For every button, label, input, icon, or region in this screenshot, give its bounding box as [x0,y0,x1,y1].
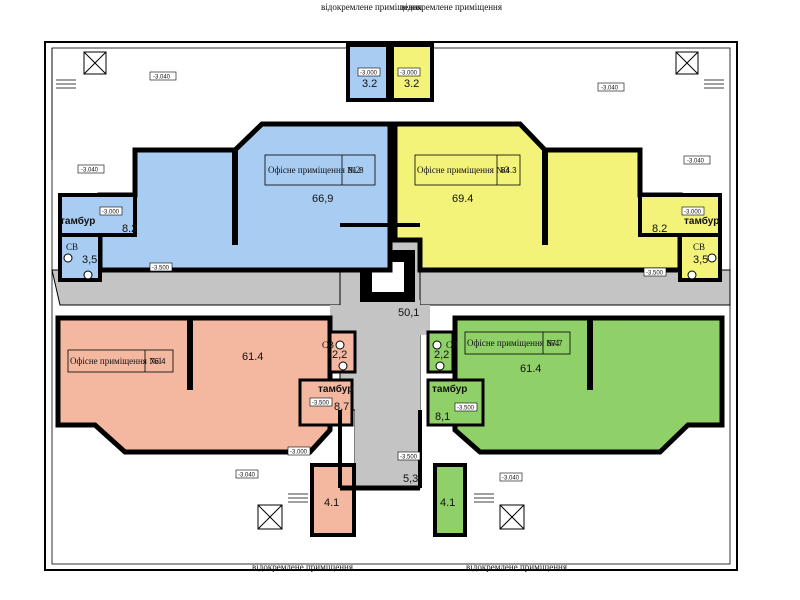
level-mark: -3.500 [400,455,418,461]
room-area: 3,5 [82,254,97,266]
room-area: 2,2 [434,349,449,361]
level-mark: -3.040 [601,86,619,92]
level-mark: -3.040 [502,476,520,482]
room-area: 8,7 [334,401,349,413]
room-area: 8.2 [122,223,137,235]
stair-shafts [83,51,699,530]
office-total-area: 67.7 [547,339,563,348]
office-4-labels: Офісне приміщення №4 67.7 61.4 [464,331,571,375]
tambur-label: тамбур [318,383,353,395]
right-service-labels: тамбур 8.2 СВ 3,5 [652,215,719,266]
level-mark: -3.000 [684,210,702,216]
sv-label: СВ [322,340,334,350]
separate-room-label: відокремлене приміщення [252,562,353,572]
toilet-fixtures [63,253,717,371]
room-area: 3.2 [362,78,377,90]
office-total-area: 76.4 [150,357,166,366]
separate-rooms-bottom [310,463,467,537]
office-3-labels: Офісне приміщення №3 84.3 69.4 [414,154,521,205]
stair-corridor-area: 5,3 [403,473,418,485]
walls [338,223,422,491]
office-2-labels: Офісне приміщення №2 81.8 66,9 [264,154,376,205]
office-2-zone [58,121,393,282]
room-area: 3,5 [693,254,708,266]
level-mark: -3.040 [153,75,171,81]
level-mark: -3.000 [360,71,378,77]
level-mark: -3.040 [687,159,705,165]
level-mark: -3.500 [457,406,475,412]
room-area: 8.2 [652,223,667,235]
office-name: Офісне приміщення №4 [467,338,560,348]
room-area: 66,9 [312,193,333,205]
office-4-zone [426,315,725,455]
office-1-labels: Офісне приміщення №1 76.4 61.4 [67,349,263,373]
room-area: 2,2 [332,349,347,361]
room-area: 4.1 [324,497,339,509]
office-3-zone [392,121,722,282]
office-name: Офісне приміщення №3 [417,165,510,175]
level-mark: -3.500 [152,266,170,272]
room-area: 61.4 [520,363,541,375]
office-name: Офісне приміщення №2 [268,165,360,175]
room-area: 69.4 [452,193,473,205]
tambur-label: тамбур [684,215,719,227]
room-area: 8,1 [435,411,450,423]
tambur-label: тамбур [60,215,95,227]
separate-room-label: відокремлене приміщення [321,2,422,12]
office-1-zone [55,315,357,455]
left-service-labels: тамбур 8.2 СВ 3,5 [60,215,137,266]
tambur-label: тамбур [432,383,467,395]
room-area: 3.2 [404,78,419,90]
level-mark: -3.040 [81,168,99,174]
lower-left-service-labels: СВ 2,2 тамбур 8,7 [318,340,353,413]
separate-room-labels-bottom: 4.1 4.1 відокремлене приміщення відокрем… [252,497,567,572]
level-mark: -3.000 [102,210,120,216]
separate-room-labels-top: відокремлене приміщення відокремлене при… [321,2,502,90]
level-mark: -3.500 [646,271,664,277]
level-mark: -3.000 [400,71,418,77]
level-mark: -3.000 [290,450,308,456]
stair-steps [56,79,724,503]
level-mark: -3.040 [238,473,256,479]
sv-label: СВ [693,242,705,252]
office-total-area: 81.8 [348,166,364,175]
office-name: Офісне приміщення №1 [70,356,162,366]
sv-label: СВ [66,242,78,252]
level-marks: -3.040 -3.040 -3.040 -3.040 -3.000 -3.00… [77,67,711,482]
room-area: 4.1 [440,497,455,509]
separate-room-label: відокремлене приміщення [466,562,567,572]
room-area: 61.4 [242,351,263,363]
level-mark: -3.500 [312,401,330,407]
office-total-area: 84.3 [501,166,517,175]
lower-right-service-labels: СВ 2,2 тамбур 8,1 [432,340,467,423]
corridor-area-label: 50,1 [398,307,419,319]
sv-label: СВ [446,340,458,350]
separate-room-label: відокремлене приміщення [401,2,502,12]
